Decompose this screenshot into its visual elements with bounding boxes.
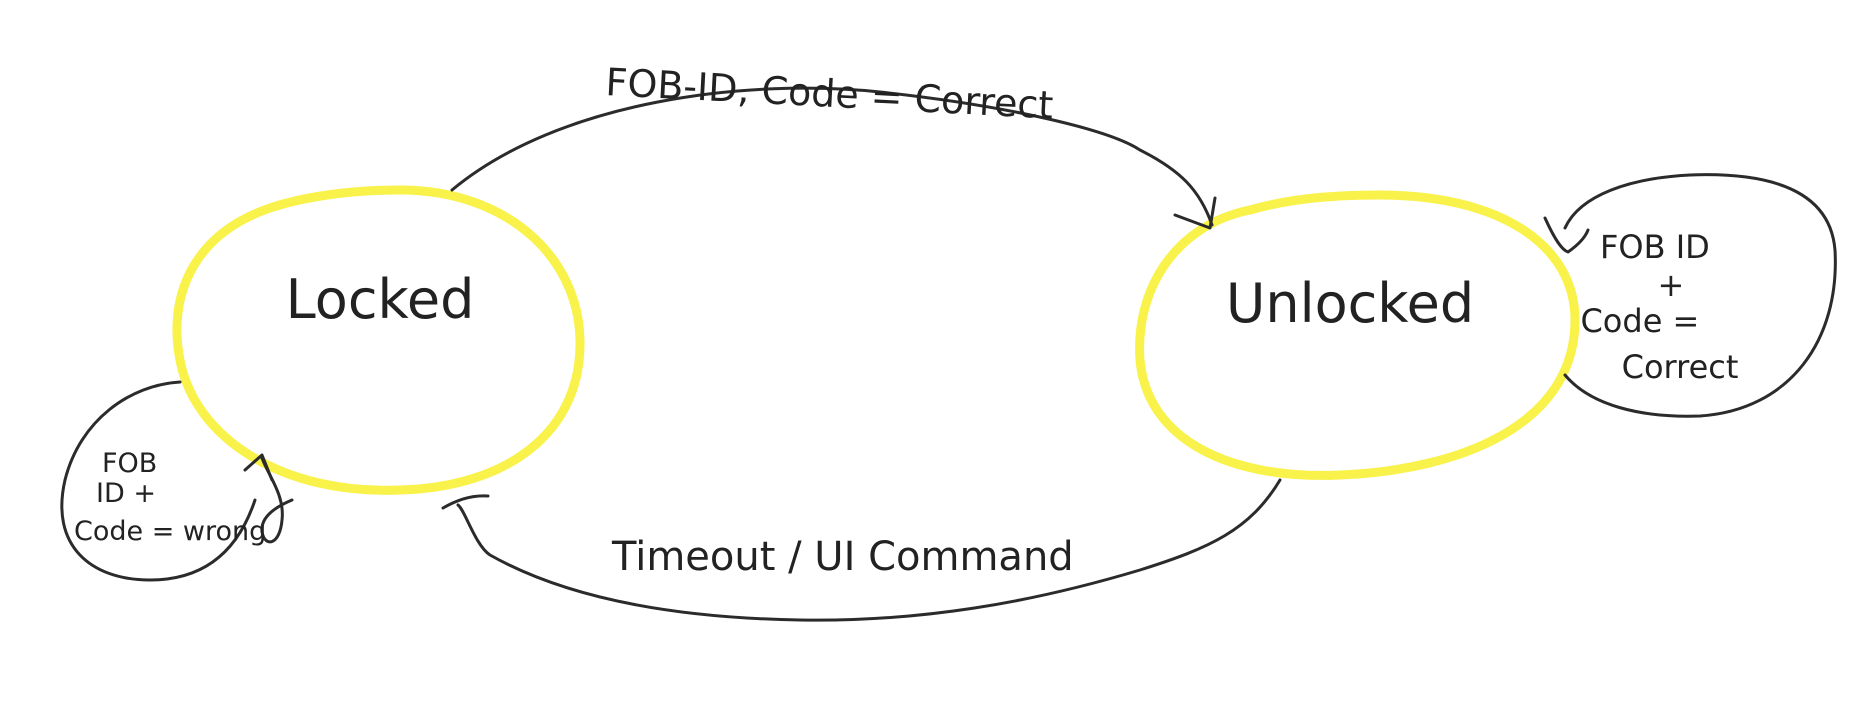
transition-unlocked-self-arrowhead <box>1543 216 1590 254</box>
state-unlocked-label: Unlocked <box>1226 272 1474 335</box>
transition-lock-to-unlock: FOB-ID, Code = Correct <box>450 60 1217 230</box>
state-locked: Locked <box>172 185 585 495</box>
transition-lock-to-unlock-label: FOB-ID, Code = Correct <box>605 60 1055 127</box>
unlocked-self-label-line-1: FOB ID <box>1600 228 1710 266</box>
state-unlocked: Unlocked <box>1135 190 1580 480</box>
unlocked-self-label-line-3: Code = <box>1580 302 1699 340</box>
state-unlocked-outline <box>1135 190 1580 480</box>
state-locked-outline <box>172 185 585 495</box>
locked-self-label-line-3: Code = wrong <box>74 516 266 547</box>
transition-lock-to-unlock-arrowhead <box>1173 196 1217 230</box>
transition-unlock-to-lock-arrowhead <box>441 494 490 510</box>
transition-unlock-to-lock-arc <box>456 478 1282 622</box>
transition-locked-self: FOB ID + Code = wrong <box>60 380 294 582</box>
transition-unlock-to-lock-label: Timeout / UI Command <box>611 534 1074 580</box>
transition-locked-self-loop <box>60 380 257 582</box>
transition-unlock-to-lock: Timeout / UI Command <box>441 478 1282 622</box>
transition-unlocked-self-label: FOB ID + Code = Correct <box>1580 228 1738 386</box>
transition-unlocked-self: FOB ID + Code = Correct <box>1543 173 1837 418</box>
transition-lock-to-unlock-arc <box>450 86 1214 227</box>
state-locked-label: Locked <box>286 268 475 331</box>
locked-self-label-line-1: FOB <box>102 448 157 479</box>
unlocked-self-label-line-4: Correct <box>1622 348 1739 386</box>
locked-self-label-line-2: ID + <box>96 478 156 509</box>
transition-locked-self-label: FOB ID + Code = wrong <box>74 448 266 547</box>
transition-locked-self-hook <box>260 456 294 544</box>
unlocked-self-label-line-2: + <box>1658 266 1685 304</box>
transition-unlocked-self-loop <box>1563 173 1837 418</box>
